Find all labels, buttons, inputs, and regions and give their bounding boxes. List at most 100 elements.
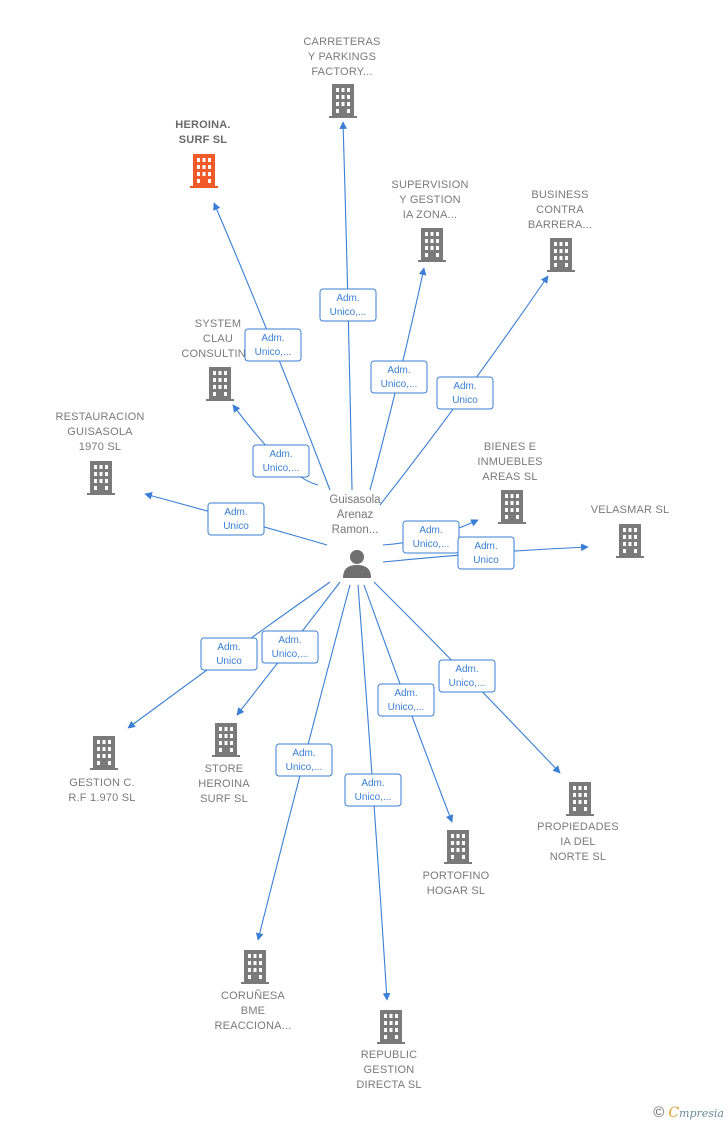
relation-label-carreteras[interactable]: Adm. Unico,...: [319, 288, 377, 322]
company-name-line: SYSTEM: [195, 318, 241, 330]
relation-box: [252, 444, 310, 478]
building-icon: [616, 524, 644, 558]
company-name-line: HEROINA: [198, 778, 250, 790]
relation-text-line: Adm.: [269, 449, 292, 460]
person-name-line: Ramon...: [332, 524, 379, 536]
relation-text: Adm.Unico: [223, 507, 249, 532]
relation-text: Adm.Unico,...: [355, 778, 392, 803]
relation-text-line: Unico,...: [388, 702, 425, 713]
relation-label-bienes[interactable]: Adm.Unico,...: [402, 520, 460, 554]
relation-label-republic[interactable]: Adm.Unico,...: [344, 773, 402, 807]
building-icon: [498, 490, 526, 524]
company-name-line: REPUBLIC: [361, 1049, 418, 1061]
company-name-line: IA DEL: [560, 836, 595, 848]
relation-label-heroina[interactable]: Adm.Unico,...: [244, 328, 302, 362]
person-icon: [343, 550, 371, 578]
relation-text: Adm.Unico,...: [413, 525, 450, 550]
person-body: [343, 565, 371, 578]
relation-label-business[interactable]: Adm.Unico: [436, 376, 494, 410]
person-name-line: Guisasola: [329, 494, 381, 506]
company-name-line: IA ZONA...: [403, 209, 458, 221]
company-name-line: GUISASOLA: [67, 426, 133, 438]
company-name: GESTION C.R.F 1.970 SL: [68, 777, 135, 804]
company-name-line: DIRECTA SL: [356, 1079, 421, 1091]
building-icon: [90, 736, 118, 770]
relation-text: Adm.Unico,...: [272, 635, 309, 660]
copyright-symbol: ©: [653, 1104, 665, 1121]
relation-box: [261, 630, 319, 664]
relation-text-line: Adm.: [336, 293, 359, 304]
relation-text-line: Adm.: [224, 507, 247, 518]
company-name-line: HEROINA.: [175, 119, 230, 131]
company-node-gestionc[interactable]: GESTION C.R.F 1.970 SL: [68, 736, 135, 804]
relation-text-line: Adm.: [474, 541, 497, 552]
building-icon: [444, 830, 472, 864]
relation-text-line: Unico,...: [330, 307, 367, 318]
building-icon: [329, 84, 357, 118]
relation-label-system[interactable]: Adm.Unico,...: [252, 444, 310, 478]
company-node-velasmar[interactable]: VELASMAR SL: [591, 504, 670, 558]
company-name-line: REACCIONA...: [215, 1020, 292, 1032]
relation-text: Adm.Unico,...: [255, 333, 292, 358]
company-name-line: SURF SL: [179, 134, 228, 146]
relation-label-store[interactable]: Adm.Unico,...: [261, 630, 319, 664]
relation-text-line: Unico,...: [272, 649, 309, 660]
company-name-line: AREAS SL: [482, 471, 537, 483]
relation-label-restauracion[interactable]: Adm.Unico: [207, 502, 265, 536]
company-node-heroina[interactable]: HEROINA. SURF SL: [175, 119, 230, 188]
company-name-line: Y GESTION: [399, 194, 461, 206]
relation-text: Adm.Unico,...: [263, 449, 300, 474]
relation-text-line: Adm.: [453, 381, 476, 392]
relation-label-propiedades[interactable]: Adm.Unico,...: [438, 659, 496, 693]
relation-text: Adm. Unico: [473, 541, 499, 566]
relation-text-line: Adm.: [292, 748, 315, 759]
building-icon: [241, 950, 269, 984]
relation-labels: Adm. Unico,... Adm. Unico,... Adm. Unico,... A…: [200, 288, 515, 807]
relation-text-line: Unico,...: [255, 347, 292, 358]
relation-text-line: Unico,...: [355, 792, 392, 803]
relation-text-line: Unico: [473, 555, 499, 566]
relation-label-corunesa[interactable]: Adm. Unico,...: [275, 743, 333, 777]
relation-text-line: Unico,...: [286, 762, 323, 773]
company-name-line: 1970 SL: [79, 441, 121, 453]
empresia-logo[interactable]: Cmpresia: [668, 1105, 724, 1121]
person-name-line: Arenaz: [337, 509, 374, 521]
relation-label-portofino[interactable]: Adm.Unico,...: [377, 683, 435, 717]
relation-text: Adm.Unico,...: [388, 688, 425, 713]
company-name-line: CARRETERAS: [303, 36, 380, 48]
relation-box: [436, 376, 494, 410]
relation-label-gestionc[interactable]: Adm.Unico: [200, 637, 258, 671]
relation-text: Adm. Unico,...: [330, 293, 367, 318]
building-icon: [87, 461, 115, 495]
relation-label-velasmar[interactable]: Adm. Unico: [457, 536, 515, 570]
company-name: VELASMAR SL: [591, 504, 670, 516]
company-name-line: BARRERA...: [528, 219, 592, 231]
building-icon: [566, 782, 594, 816]
brand-footer: ©Cmpresia: [653, 1104, 724, 1121]
relation-label-supervision[interactable]: Adm.Unico,...: [370, 360, 428, 394]
building-icon: [212, 723, 240, 757]
building-icon: [206, 367, 234, 401]
